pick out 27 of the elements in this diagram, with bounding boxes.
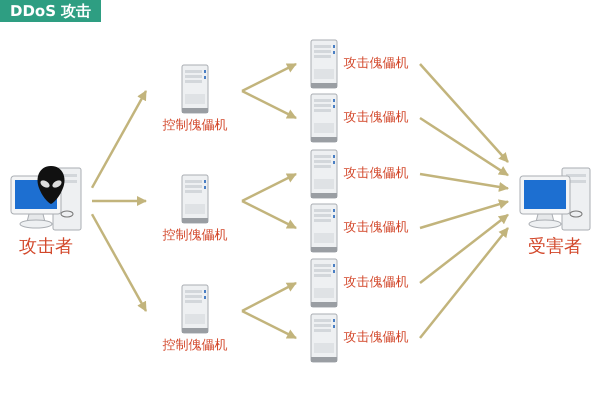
- arrow: [419, 214, 509, 284]
- arrow: [241, 200, 297, 230]
- arrow: [419, 63, 509, 163]
- node-label: 攻击傀儡机: [344, 275, 408, 291]
- arrow: [419, 227, 509, 339]
- node-label: 攻击傀儡机: [344, 330, 408, 346]
- node-label: 攻击傀儡机: [344, 166, 408, 182]
- arrow: [420, 172, 509, 192]
- node-label: 攻击傀儡机: [344, 110, 408, 126]
- arrow: [241, 172, 297, 202]
- node-label: 攻击者: [19, 236, 73, 258]
- arrow: [92, 196, 147, 206]
- node-label: 受害者: [528, 236, 582, 258]
- arrow: [419, 116, 509, 176]
- arrow: [241, 62, 297, 92]
- node-label: 攻击傀儡机: [344, 220, 408, 236]
- node-label: 控制傀儡机: [162, 118, 228, 134]
- arrow: [241, 90, 297, 120]
- arrow: [90, 90, 148, 188]
- arrow: [90, 214, 148, 312]
- arrow: [241, 310, 297, 340]
- node-label: 攻击傀儡机: [344, 56, 408, 72]
- node-label: 控制傀儡机: [162, 338, 228, 354]
- arrow: [241, 282, 297, 312]
- node-label: 控制傀儡机: [162, 228, 228, 244]
- title-tab: DDoS 攻击: [0, 0, 102, 22]
- arrow: [420, 199, 509, 230]
